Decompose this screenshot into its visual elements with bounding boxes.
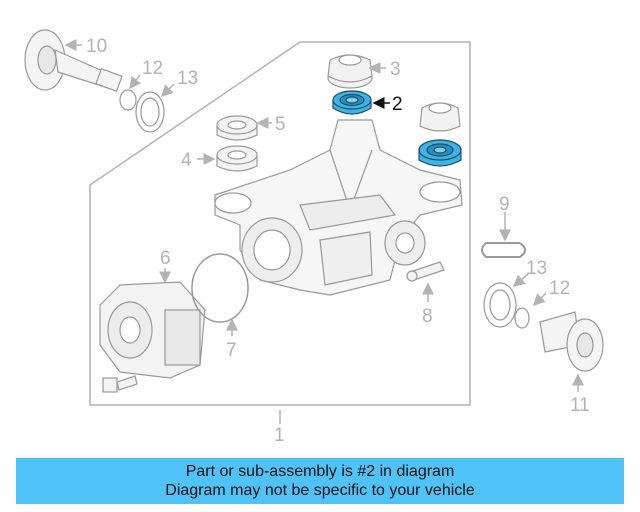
callout-11: 11 <box>570 395 590 416</box>
part-2-mount-highlighted-right <box>418 139 462 167</box>
callout-3: 3 <box>390 59 401 80</box>
callout-7: 7 <box>226 340 237 361</box>
callout-9: 9 <box>499 194 510 215</box>
part-8-plug <box>406 261 445 282</box>
part-10-flange-shaft <box>24 29 123 93</box>
leader-lines <box>64 39 584 424</box>
banner-line-2: Diagram may not be specific to your vehi… <box>165 482 475 499</box>
part-13-oil-seal-top <box>135 91 165 133</box>
part-1-differential-housing <box>214 119 463 296</box>
callout-12-top: 12 <box>142 58 163 79</box>
callout-13-top: 13 <box>177 68 198 89</box>
callout-1: 1 <box>274 425 285 446</box>
callout-8: 8 <box>422 306 433 327</box>
info-banner: Part or sub-assembly is #2 in diagram Di… <box>16 458 624 504</box>
part-12-seal-ring-top <box>119 89 137 111</box>
callout-12-right: 12 <box>549 278 570 299</box>
part-9-clip <box>481 242 526 258</box>
bolt <box>102 375 138 393</box>
part-3-mount <box>327 54 373 89</box>
part-11-flange-shaft <box>539 311 604 372</box>
part-6-cover <box>99 281 206 379</box>
callout-10: 10 <box>86 36 107 57</box>
assembly-boundary <box>89 41 471 406</box>
part-12-seal-ring-right <box>514 307 530 329</box>
callout-13-right: 13 <box>526 258 547 279</box>
callout-2: 2 <box>392 94 403 115</box>
part-3-mount-right <box>419 102 461 132</box>
callout-4: 4 <box>181 150 192 171</box>
part-2-mount-highlighted <box>332 90 372 115</box>
callout-6: 6 <box>160 248 171 269</box>
banner-line-1: Part or sub-assembly is #2 in diagram <box>185 463 455 480</box>
part-4-mount-lower <box>216 145 258 172</box>
part-5-mount-upper <box>216 115 258 141</box>
part-13-oil-seal-right <box>483 282 517 328</box>
parts-diagram: 10 12 13 3 2 5 4 6 7 8 9 13 12 11 1 <box>24 29 604 446</box>
part-7-gasket <box>191 253 249 323</box>
callout-5: 5 <box>275 114 286 135</box>
